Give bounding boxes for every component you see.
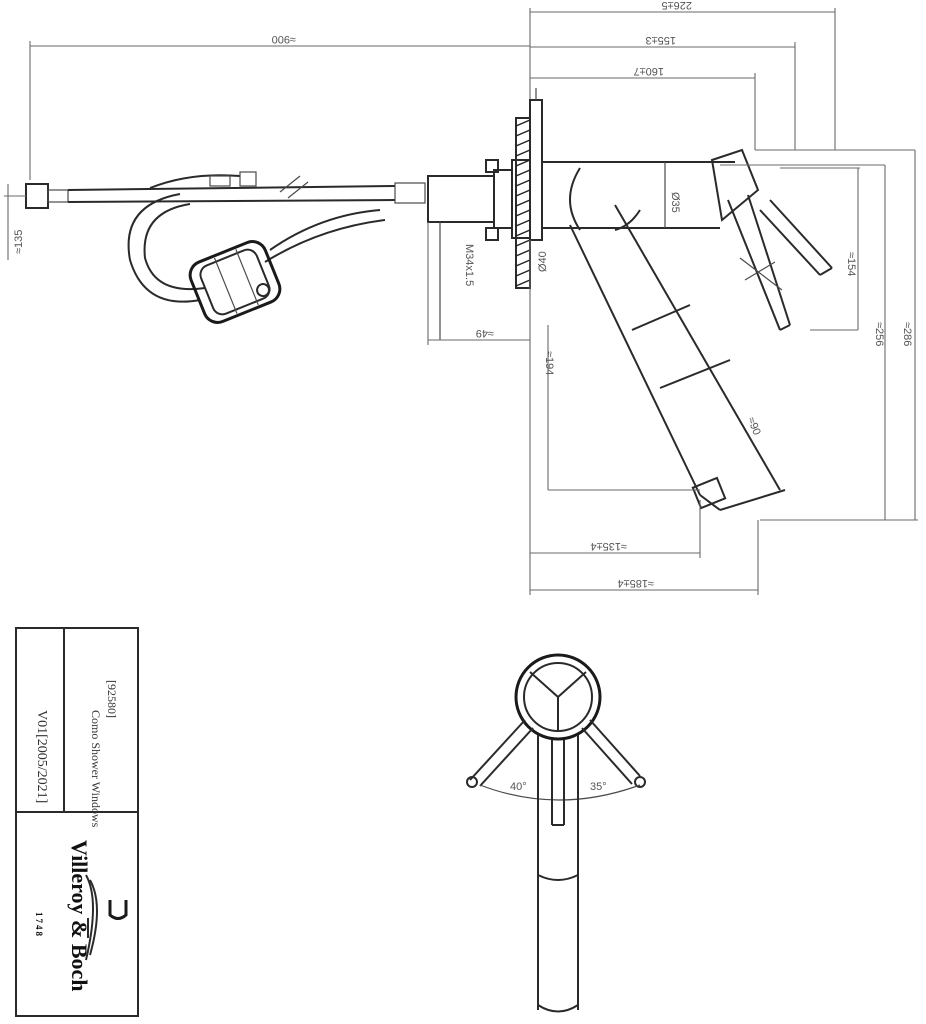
dim-right-c: ≈286 (901, 322, 913, 346)
hand-shower-head (188, 240, 282, 324)
dim-spout-height: ≈194 (543, 351, 555, 375)
dim-offset: ≈49 (476, 327, 494, 339)
wall-section (515, 117, 531, 289)
dim-right-d: ≈154 (845, 252, 857, 276)
dim-third: 160±7 (633, 65, 664, 77)
title-date: V01[2005/2021] (34, 710, 49, 803)
top-dimensions: 226±5 155±3 160±7 ≈900 (29, 0, 836, 240)
bottom-dimensions: ≈135±4 ≈185±4 (529, 240, 759, 595)
spout-arm: ≈90 (569, 204, 786, 511)
dim-bottom-a: ≈135±4 (590, 540, 627, 552)
dim-pipe-small: Ø40 (537, 251, 549, 272)
title-block: V01[2005/2021] Como Shower Windows [9258… (15, 627, 139, 1017)
brand-logo: Villeroy & Boch 1748 (34, 840, 128, 992)
angle-left: 40° (510, 781, 527, 793)
right-dimensions: ≈154 ≈256 ≈286 (720, 149, 918, 521)
angle-right: 35° (590, 781, 607, 793)
dim-bar-diam: Ø35 (669, 192, 681, 213)
dim-thread: M34x1.5 (463, 244, 475, 286)
brand-name: Villeroy & Boch (67, 840, 92, 992)
title-product: Como Shower Windows (89, 710, 103, 828)
dim-hose-length: ≈900 (272, 33, 296, 45)
dim-right-b: ≈256 (873, 322, 885, 346)
dim-second: 155±3 (645, 34, 676, 46)
dim-bottom-b: ≈185±4 (617, 577, 654, 589)
brand-year: 1748 (34, 912, 44, 938)
dim-left-small: ≈135 (13, 230, 25, 254)
hose-assembly: ≈135 (4, 171, 426, 324)
front-view: 40° 35° (466, 653, 646, 1013)
lever-handle (710, 148, 833, 331)
mixer-body: ≈49 M34x1.5 Ø40 (427, 88, 549, 345)
title-code: [92580] (105, 680, 119, 718)
dim-top-overall: 226±5 (661, 0, 692, 11)
spout-assembly: Ø35 ≈90 (529, 148, 918, 595)
